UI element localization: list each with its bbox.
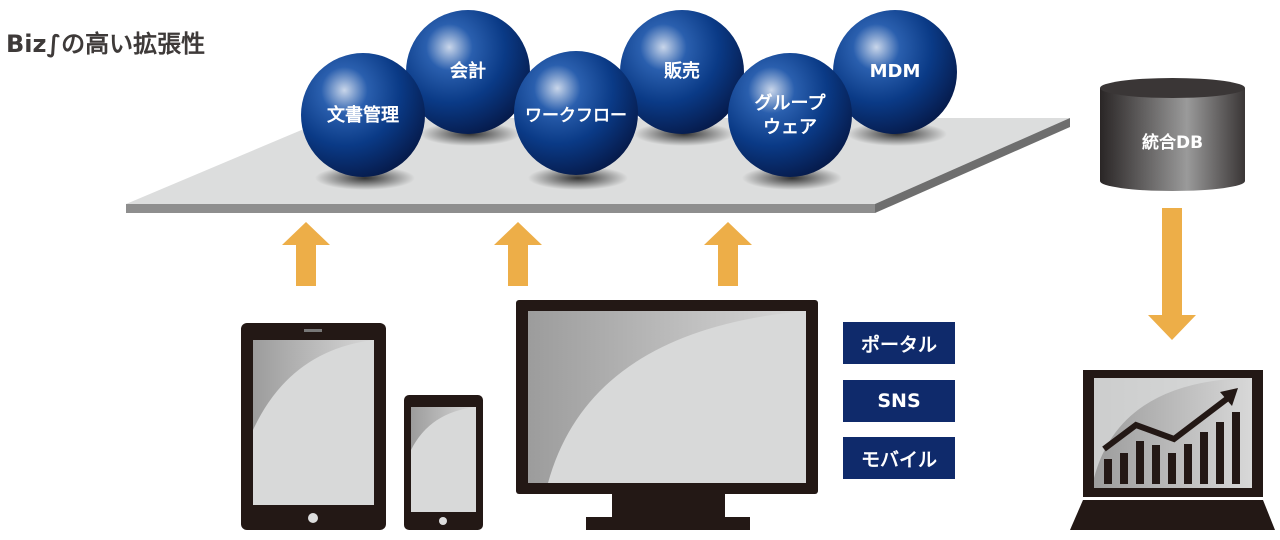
module-mdm: MDM — [869, 61, 921, 82]
module-workflow: ワークフロー — [525, 106, 627, 126]
module-sales: 販売 — [664, 61, 700, 82]
database-icon — [1100, 78, 1245, 191]
channel-sns: SNS — [843, 380, 955, 422]
channel-mobile: モバイル — [843, 437, 955, 479]
smartphone-icon — [404, 395, 483, 530]
channel-portal: ポータル — [843, 322, 955, 364]
module-document-management: 文書管理 — [327, 105, 399, 126]
up-arrows — [282, 208, 1196, 340]
database-label: 統合DB — [1141, 133, 1204, 153]
tablet-icon — [241, 323, 386, 530]
module-spheres — [301, 10, 957, 190]
module-accounting: 会計 — [450, 61, 486, 82]
page-title: Biz∫の高い拡張性 — [6, 30, 206, 58]
desktop-monitor-icon — [516, 300, 818, 530]
module-groupware: グループウェア — [754, 93, 826, 138]
laptop-chart-icon — [1070, 370, 1275, 530]
